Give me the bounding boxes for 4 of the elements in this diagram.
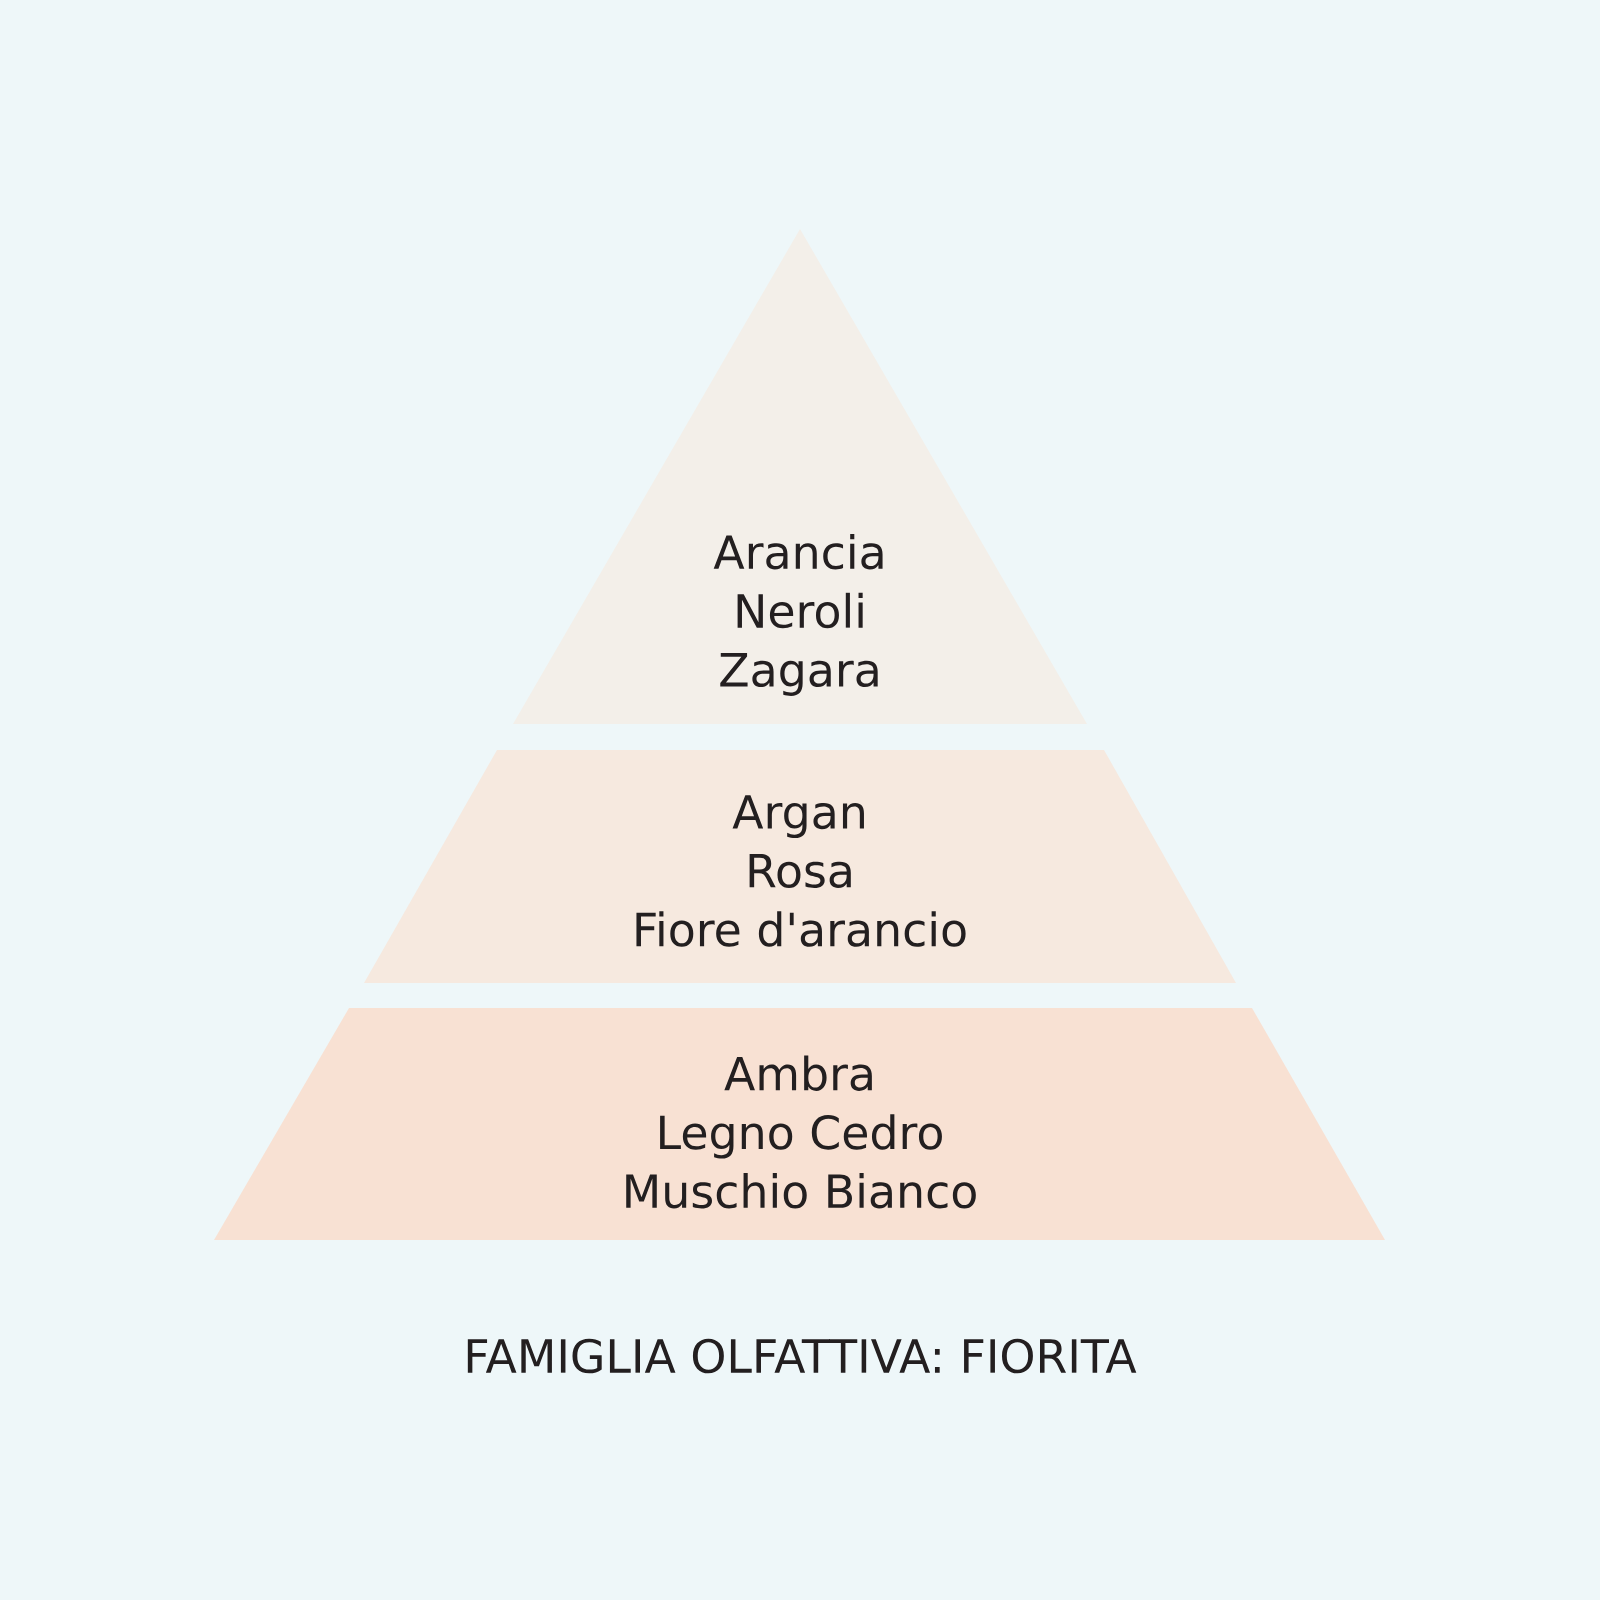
caption: FAMIGLIA OLFATTIVA: FIORITA <box>467 1338 1137 1374</box>
pyramid-tier: Ambra Legno Cedro Muschio Bianco <box>214 1008 1385 1240</box>
pyramid-tier: Argan Rosa Fiore d'arancio <box>364 750 1236 983</box>
pyramid-tier: Arancia Neroli Zagara <box>513 229 1087 724</box>
